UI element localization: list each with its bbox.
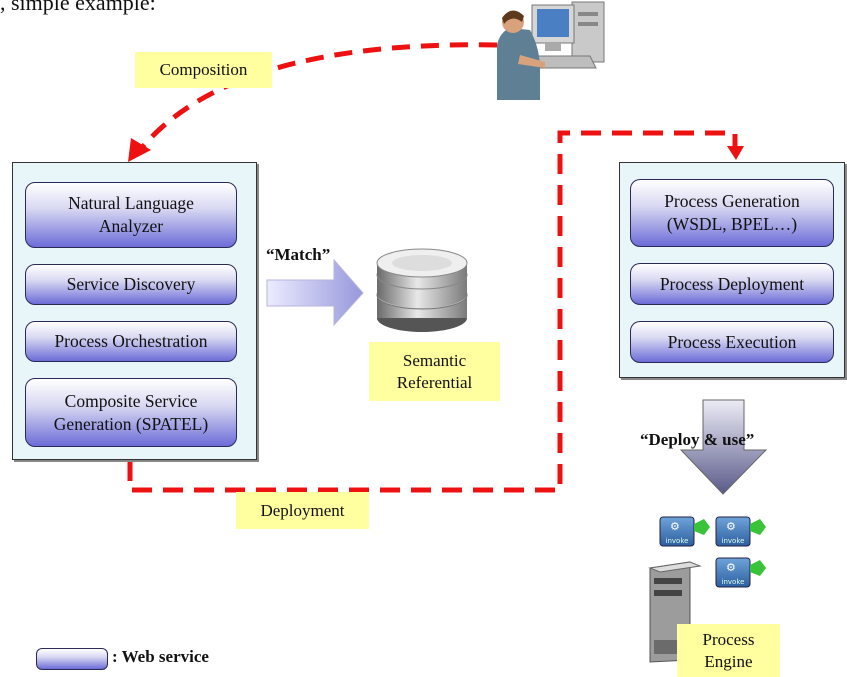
natural-language-analyzer-service[interactable]: Natural Language Analyzer (25, 182, 237, 248)
svg-text:invoke: invoke (722, 578, 745, 586)
process-panel: Process Generation (WSDL, BPEL…) Process… (619, 162, 845, 378)
deployment-tag: Deployment (236, 492, 369, 529)
process-deployment-service[interactable]: Process Deployment (630, 263, 834, 305)
database-icon (376, 248, 468, 332)
composition-arrowhead (128, 138, 151, 162)
process-orchestration-service[interactable]: Process Orchestration (25, 321, 237, 362)
header-text: , simple example: (0, 0, 156, 15)
deployment-arrowhead (727, 146, 744, 160)
composition-tag: Composition (135, 52, 272, 88)
legend-text: : Web service (112, 647, 209, 666)
svg-text:⚙: ⚙ (670, 520, 680, 533)
process-engine-tag: Process Engine (677, 624, 780, 677)
composite-service-generation-service[interactable]: Composite Service Generation (SPATEL) (25, 378, 237, 447)
web-service-legend-swatch (36, 648, 108, 670)
svg-text:invoke: invoke (666, 537, 689, 545)
svg-text:invoke: invoke (722, 537, 745, 545)
process-execution-service[interactable]: Process Execution (630, 321, 834, 363)
svg-text:⚙: ⚙ (726, 520, 736, 533)
match-label: “Match” (266, 245, 331, 264)
composition-dashed-arc (138, 42, 498, 152)
svg-text:⚙: ⚙ (726, 561, 736, 574)
deploy-arrow (679, 399, 768, 495)
deploy-use-label: “Deploy & use” (640, 430, 755, 449)
composition-panel: Natural Language Analyzer Service Discov… (12, 162, 257, 460)
invoke-tiles: invoke invoke invoke ⚙ ⚙ ⚙ (659, 516, 766, 588)
user-at-computer-icon (497, 1, 605, 100)
process-generation-service[interactable]: Process Generation (WSDL, BPEL…) (630, 179, 834, 247)
service-discovery-service[interactable]: Service Discovery (25, 264, 237, 305)
deployment-dashed-loop (127, 130, 738, 493)
semantic-referential-tag: Semantic Referential (369, 342, 500, 401)
match-arrow (266, 258, 364, 327)
